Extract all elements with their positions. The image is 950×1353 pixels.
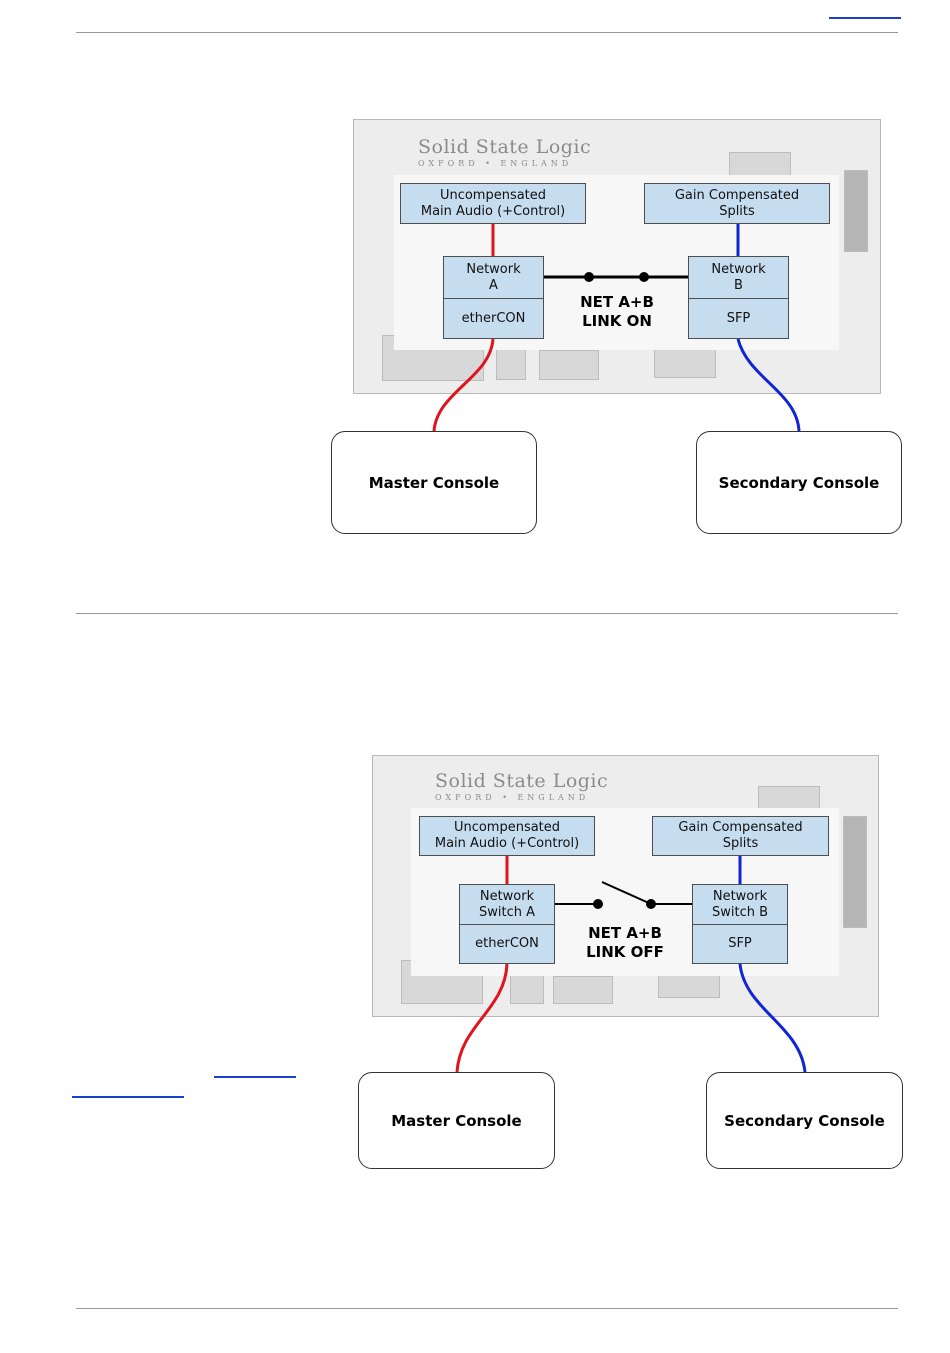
panel-connector — [496, 348, 526, 380]
master-console: Master Console — [331, 431, 537, 534]
main-audio-box: Uncompensated Main Audio (+Control) — [400, 183, 586, 224]
footer-divider — [76, 1308, 898, 1309]
secondary-console: Secondary Console — [706, 1072, 903, 1169]
link-node — [584, 272, 594, 282]
power-connector — [844, 170, 868, 252]
panel-connector — [510, 972, 544, 1004]
cable-sfp-to-secondary — [736, 338, 801, 432]
vent-grille — [729, 152, 791, 178]
ssl-logo: Solid State Logic OXFORD • ENGLAND — [418, 136, 592, 168]
network-b-box: Network Switch B — [692, 884, 788, 925]
reference-link[interactable] — [214, 1062, 296, 1078]
panel-connector — [553, 976, 613, 1004]
cable-ethercon-to-master — [455, 963, 509, 1073]
link-node — [593, 899, 603, 909]
link-switch-open — [601, 881, 652, 905]
vent-grille — [658, 972, 720, 998]
link-node — [646, 899, 656, 909]
reference-link-continued[interactable] — [72, 1082, 184, 1098]
header-divider — [76, 32, 898, 33]
link-status-label: NET A+B LINK OFF — [586, 924, 664, 961]
cable-sfp-to-secondary — [738, 963, 807, 1073]
section-divider — [76, 613, 898, 614]
sfp-box: SFP — [688, 298, 789, 339]
gain-splits-box: Gain Compensated Splits — [644, 183, 830, 224]
gain-splits-box: Gain Compensated Splits — [652, 816, 829, 856]
link-status-label: NET A+B LINK ON — [580, 293, 654, 330]
cable-ethercon-to-master — [432, 338, 495, 432]
header-link[interactable] — [829, 2, 901, 19]
ssl-logo: Solid State Logic OXFORD • ENGLAND — [435, 770, 609, 802]
panel-connector — [539, 350, 599, 380]
secondary-console: Secondary Console — [696, 431, 902, 534]
power-connector — [843, 816, 867, 928]
network-a-box: Network A — [443, 256, 544, 299]
ethercon-box: etherCON — [459, 924, 555, 964]
main-audio-box: Uncompensated Main Audio (+Control) — [419, 816, 595, 856]
network-a-box: Network Switch A — [459, 884, 555, 925]
ethercon-box: etherCON — [443, 298, 544, 339]
sfp-box: SFP — [692, 924, 788, 964]
link-node — [639, 272, 649, 282]
master-console: Master Console — [358, 1072, 555, 1169]
network-b-box: Network B — [688, 256, 789, 299]
